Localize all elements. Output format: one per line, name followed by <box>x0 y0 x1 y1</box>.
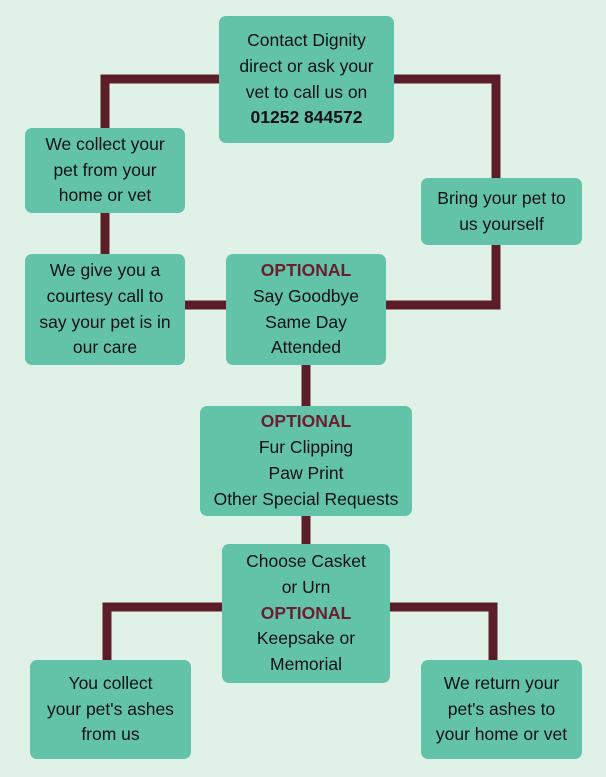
connector-casket-to-return-ashes <box>389 602 498 662</box>
say-goodbye-line-1: Say Goodbye <box>252 285 360 306</box>
casket-line-3: Keepsake or <box>256 628 356 649</box>
courtesy-call-box: We give you a courtesy call to say your … <box>25 254 185 365</box>
courtesy-line-2: courtesy call to <box>46 285 164 306</box>
collect-pet-box: We collect your pet from your home or ve… <box>25 128 185 213</box>
casket-optional-label: OPTIONAL <box>260 602 352 623</box>
connector-contact-to-bring <box>393 74 501 180</box>
bring-pet-line-2: us yourself <box>459 213 544 234</box>
collect-pet-line-1: We collect your <box>45 133 165 154</box>
return-ashes-line-1: We return your <box>443 672 560 693</box>
collect-pet-line-3: home or vet <box>58 185 152 206</box>
contact-line-2: direct or ask your <box>239 55 374 76</box>
courtesy-line-3: say your pet is in <box>39 311 171 332</box>
fur-clipping-line-2: Paw Print <box>268 463 344 483</box>
connector-bring-to-goodbye <box>384 244 501 310</box>
say-goodbye-box: OPTIONAL Say Goodbye Same Day Attended <box>226 254 386 365</box>
fur-clipping-box: OPTIONAL Fur Clipping Paw Print Other Sp… <box>200 406 412 516</box>
collect-pet-line-2: pet from your <box>53 159 157 180</box>
bring-pet-line-1: Bring your pet to <box>437 187 566 208</box>
return-ashes-line-3: your home or vet <box>435 724 568 745</box>
casket-line-4: Memorial <box>270 654 342 675</box>
courtesy-line-1: We give you a <box>49 259 161 280</box>
connector-casket-to-collect-ashes <box>102 602 223 662</box>
return-ashes-box: We return your pet's ashes to your home … <box>421 660 582 759</box>
connector-contact-to-collect <box>100 74 220 130</box>
contact-line-3: vet to call us on <box>245 81 368 102</box>
collect-ashes-box: You collect your pet's ashes from us <box>30 660 191 759</box>
collect-ashes-line-1: You collect <box>68 672 153 693</box>
casket-line-1: Choose Casket <box>246 551 366 571</box>
bring-pet-box: Bring your pet to us yourself <box>421 178 582 245</box>
say-goodbye-line-3: Attended <box>270 337 342 358</box>
fur-clipping-optional-label: OPTIONAL <box>260 411 352 432</box>
fur-clipping-line-1: Fur Clipping <box>258 437 354 458</box>
say-goodbye-line-2: Same Day <box>265 311 347 332</box>
return-ashes-line-2: pet's ashes to <box>447 698 556 719</box>
contact-box: Contact Dignity direct or ask your vet t… <box>219 16 394 143</box>
say-goodbye-optional-label: OPTIONAL <box>260 259 352 280</box>
contact-phone: 01252 844572 <box>250 107 363 128</box>
collect-ashes-line-3: from us <box>81 724 140 745</box>
courtesy-line-4: our care <box>72 337 138 358</box>
contact-line-1: Contact Dignity <box>247 29 366 50</box>
fur-clipping-line-3: Other Special Requests <box>213 488 399 509</box>
collect-ashes-line-2: your pet's ashes <box>47 698 174 719</box>
casket-line-2: or Urn <box>281 576 331 597</box>
casket-box: Choose Casket or Urn OPTIONAL Keepsake o… <box>222 544 390 683</box>
